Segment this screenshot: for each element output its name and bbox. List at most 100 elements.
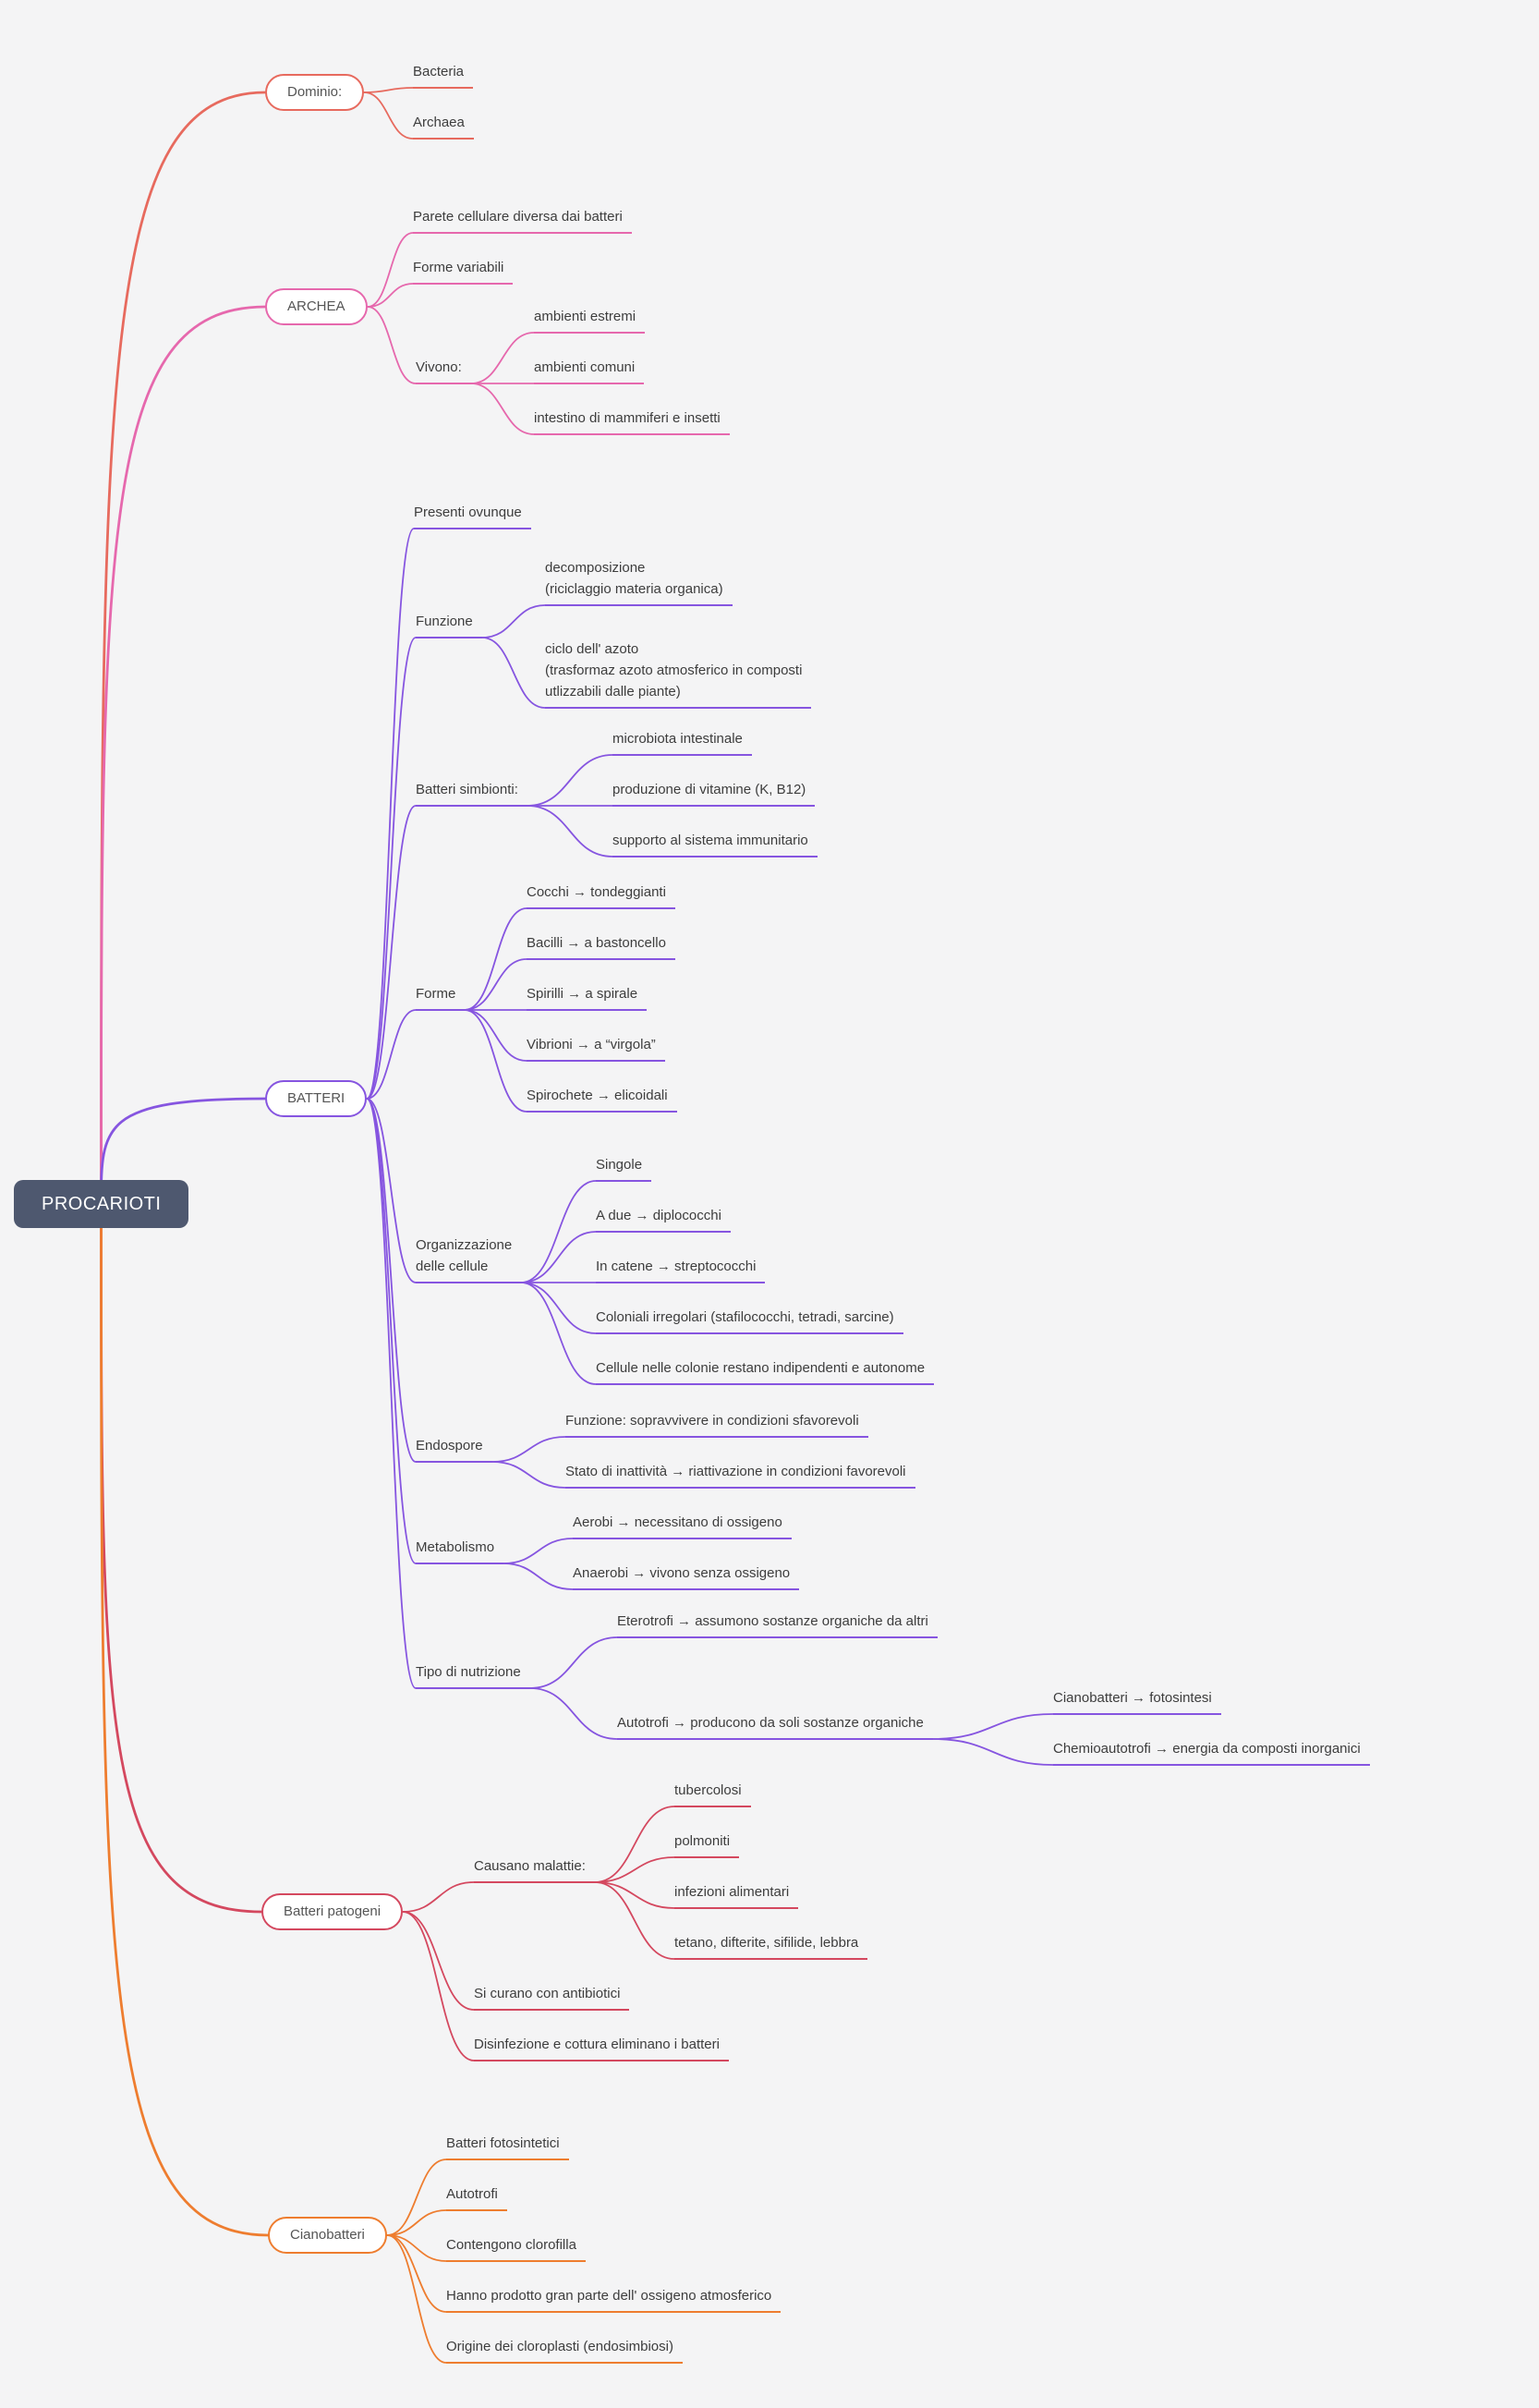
connector — [366, 528, 415, 1100]
connector — [100, 305, 267, 1206]
connector — [491, 1436, 566, 1463]
connector — [363, 87, 414, 93]
connector — [100, 1202, 263, 1914]
topic-metabolismo[interactable]: Metabolismo — [416, 1537, 504, 1564]
topic-parete-cellulare[interactable]: Parete cellulare diversa dai batteri — [413, 206, 632, 234]
topic-cellule-colonie[interactable]: Cellule nelle colonie restano indipenden… — [596, 1357, 935, 1385]
topic-clorofilla[interactable]: Contengono clorofilla — [446, 2234, 586, 2262]
topic-bacteria[interactable]: Bacteria — [413, 61, 474, 89]
connector — [402, 1881, 475, 1913]
topic-cianobatteri-fotosintesi[interactable]: Cianobatteri → fotosintesi — [1053, 1687, 1221, 1715]
connector — [529, 1636, 618, 1689]
topic-vitamine[interactable]: produzione di vitamine (K, B12) — [612, 779, 816, 807]
topic-coloniali[interactable]: Coloniali irregolari (stafilococchi, tet… — [596, 1307, 903, 1334]
topic-diplococchi[interactable]: A due → diplococchi — [596, 1205, 731, 1233]
connector — [464, 1009, 527, 1113]
topic-cocchi[interactable]: Cocchi → tondeggianti — [527, 882, 675, 909]
connector — [363, 91, 414, 140]
branch-batteri-patogeni[interactable]: Batteri patogeni — [261, 1893, 404, 1930]
topic-anaerobi[interactable]: Anaerobi → vivono senza ossigeno — [573, 1563, 800, 1590]
topic-tetano-difterite[interactable]: tetano, difterite, sifilide, lebbra — [674, 1932, 868, 1960]
connector — [366, 1098, 417, 1463]
connector — [932, 1738, 1054, 1766]
root-topic-procarioti[interactable]: PROCARIOTI — [14, 1180, 189, 1228]
connector — [386, 2234, 447, 2313]
topic-intestino-mammiferi[interactable]: intestino di mammiferi e insetti — [534, 407, 730, 435]
topic-forme-variabili[interactable]: Forme variabili — [413, 257, 514, 285]
topic-microbiota[interactable]: microbiota intestinale — [612, 728, 752, 756]
topic-tubercolosi[interactable]: tubercolosi — [674, 1780, 751, 1807]
connector — [529, 1687, 618, 1740]
connector — [464, 958, 527, 1011]
connector — [100, 91, 267, 1206]
topic-vibrioni[interactable]: Vibrioni → a “virgola” — [527, 1034, 665, 1062]
topic-infezioni-alimentari[interactable]: infezioni alimentari — [674, 1881, 799, 1909]
topic-ciano-autotrofi[interactable]: Autotrofi — [446, 2183, 507, 2211]
topic-decomposizione[interactable]: decomposizione (riciclaggio materia orga… — [545, 557, 733, 606]
connector — [481, 637, 546, 709]
topic-singole[interactable]: Singole — [596, 1154, 652, 1182]
connector — [386, 2159, 447, 2236]
topic-disinfezione[interactable]: Disinfezione e cottura eliminano i batte… — [474, 2034, 729, 2061]
topic-endospore-funzione[interactable]: Funzione: sopravvivere in condizioni sfa… — [565, 1410, 868, 1438]
connector — [366, 637, 417, 1100]
connector — [520, 1231, 597, 1283]
topic-archaea[interactable]: Archaea — [413, 112, 474, 140]
topic-bacilli[interactable]: Bacilli → a bastoncello — [527, 932, 675, 960]
connector — [527, 805, 613, 857]
topic-funzione[interactable]: Funzione — [416, 611, 482, 638]
connector — [366, 1098, 417, 1689]
topic-causano-malattie[interactable]: Causano malattie: — [474, 1855, 595, 1883]
branch-batteri[interactable]: BATTERI — [265, 1080, 368, 1117]
topic-endospore-stato[interactable]: Stato di inattività → riattivazione in c… — [565, 1461, 915, 1489]
topic-polmoniti[interactable]: polmoniti — [674, 1830, 740, 1858]
connector — [520, 1180, 597, 1283]
topic-eterotrofi[interactable]: Eterotrofi → assumono sostanze organiche… — [617, 1611, 938, 1638]
connector — [366, 1098, 417, 1564]
topic-ciclo-azoto[interactable]: ciclo dell' azoto (trasformaz azoto atmo… — [545, 638, 812, 709]
topic-ambienti-comuni[interactable]: ambienti comuni — [534, 357, 645, 384]
topic-streptococchi[interactable]: In catene → streptococchi — [596, 1256, 766, 1283]
topic-aerobi[interactable]: Aerobi → necessitano di ossigeno — [573, 1512, 792, 1539]
topic-antibiotici[interactable]: Si curano con antibiotici — [474, 1983, 630, 2011]
connector — [481, 604, 546, 638]
connector — [594, 1806, 675, 1883]
connector — [366, 1098, 417, 1283]
topic-ossigeno-atmosferico[interactable]: Hanno prodotto gran parte dell' ossigeno… — [446, 2285, 782, 2313]
connector — [491, 1461, 566, 1489]
connector — [366, 805, 417, 1100]
connector — [594, 1881, 675, 1960]
connector — [386, 2234, 447, 2262]
topic-presenti-ovunque[interactable]: Presenti ovunque — [414, 502, 531, 529]
topic-sistema-immunitario[interactable]: supporto al sistema immunitario — [612, 830, 818, 857]
connector — [386, 2234, 447, 2364]
connector — [464, 907, 527, 1011]
topic-endospore[interactable]: Endospore — [416, 1435, 492, 1463]
connector — [402, 1911, 475, 2061]
branch-archea[interactable]: ARCHEA — [265, 288, 368, 325]
connector — [100, 1202, 270, 2237]
connector — [100, 1097, 267, 1206]
connector — [464, 1009, 527, 1062]
topic-vivono[interactable]: Vivono: — [416, 357, 471, 384]
topic-spirochete[interactable]: Spirochete → elicoidali — [527, 1085, 677, 1113]
topic-organizzazione-cellule[interactable]: Organizzazione delle cellule — [416, 1234, 522, 1283]
branch-cianobatteri[interactable]: Cianobatteri — [268, 2217, 387, 2254]
connector — [470, 332, 535, 384]
branch-dominio[interactable]: Dominio: — [265, 74, 365, 111]
topic-batteri-simbionti[interactable]: Batteri simbionti: — [416, 779, 527, 807]
topic-spirilli[interactable]: Spirilli → a spirale — [527, 983, 648, 1011]
topic-autotrofi[interactable]: Autotrofi → producono da soli sostanze o… — [617, 1712, 933, 1740]
connector — [503, 1538, 574, 1564]
topic-forme[interactable]: Forme — [416, 983, 466, 1011]
topic-batteri-fotosintetici[interactable]: Batteri fotosintetici — [446, 2133, 569, 2160]
topic-ambienti-estremi[interactable]: ambienti estremi — [534, 306, 646, 334]
topic-tipo-nutrizione[interactable]: Tipo di nutrizione — [416, 1661, 530, 1689]
connector — [520, 1282, 597, 1334]
topic-chemioautotrofi[interactable]: Chemioautotrofi → energia da composti in… — [1053, 1738, 1370, 1766]
connector — [594, 1881, 675, 1909]
topic-cloroplasti[interactable]: Origine dei cloroplasti (endosimbiosi) — [446, 2336, 683, 2364]
connector — [366, 1009, 417, 1100]
